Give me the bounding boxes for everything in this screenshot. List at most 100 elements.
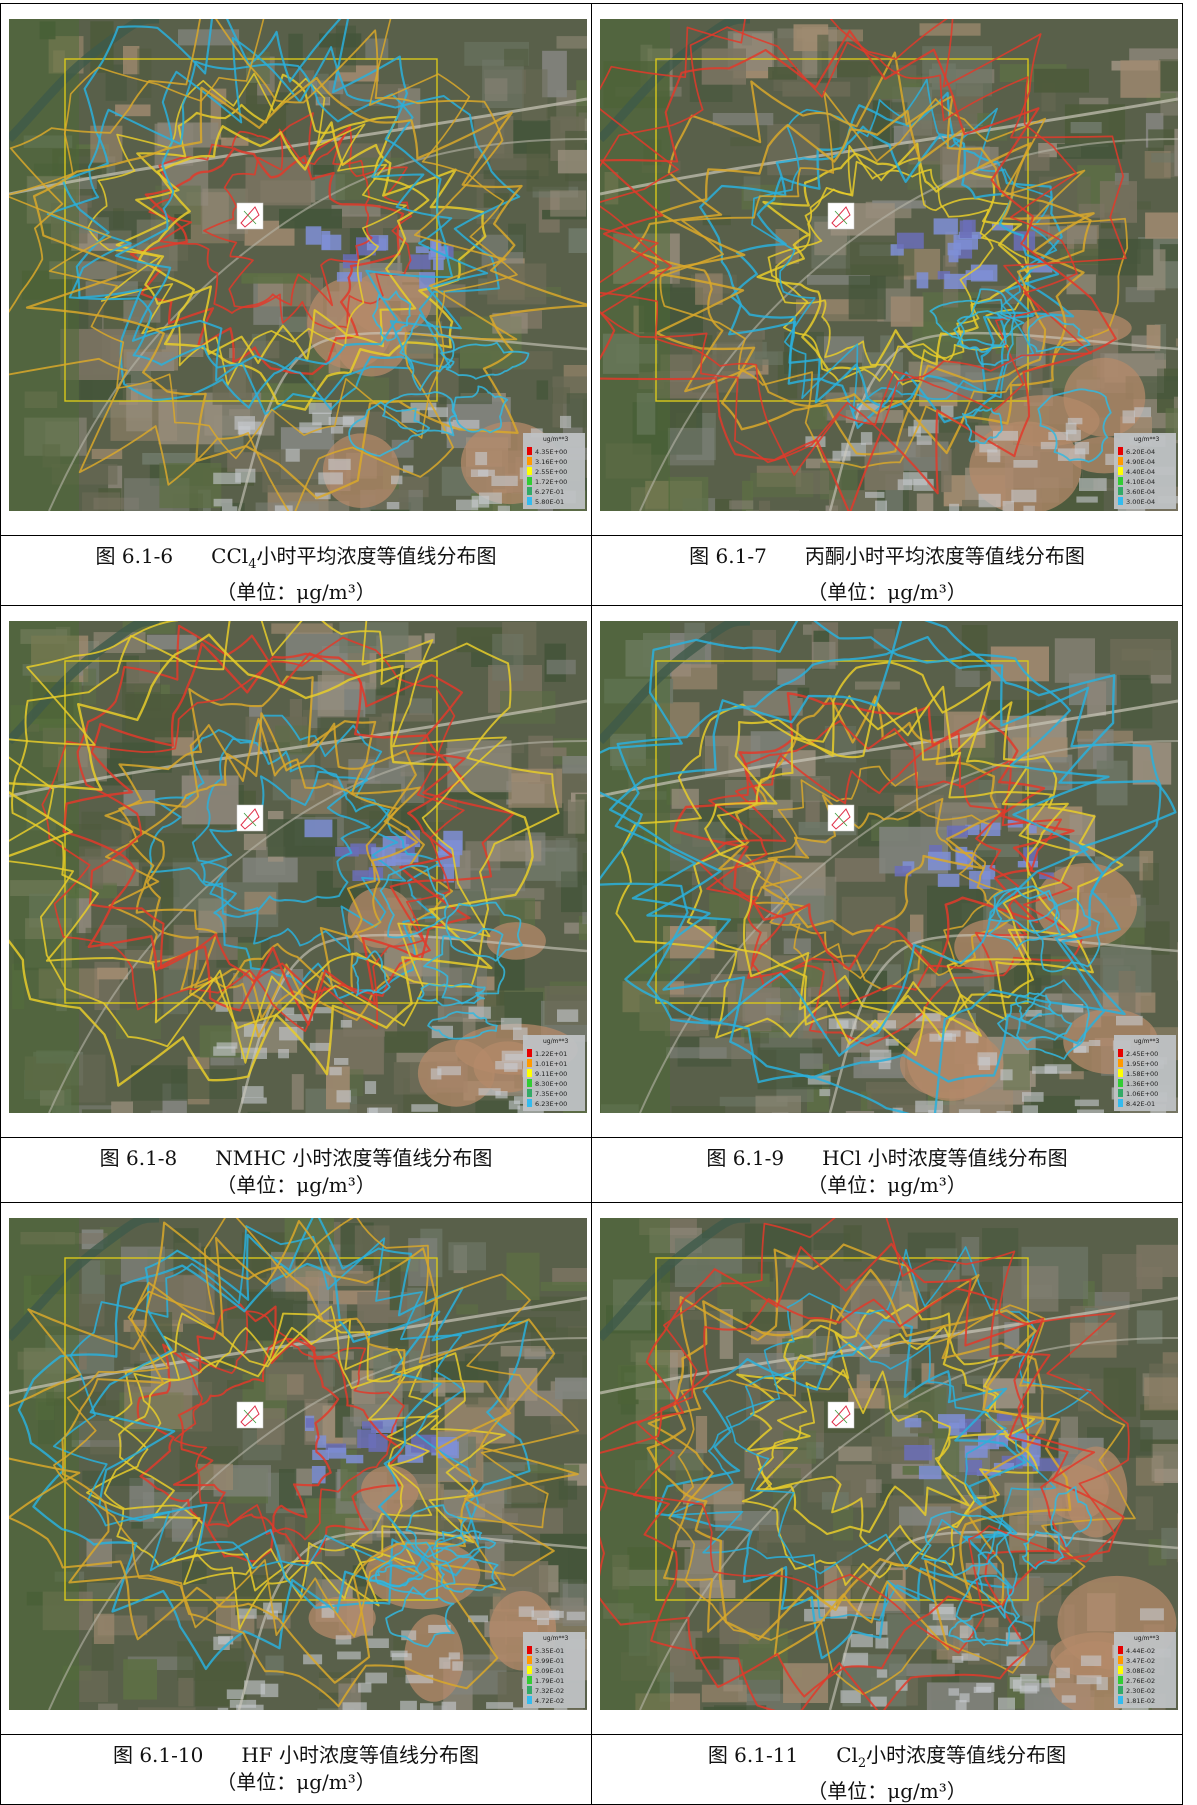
legend-title: ug/m**3 — [543, 1038, 568, 1045]
legend-swatch — [1118, 497, 1123, 505]
concentration-legend: ug/m**34.44E-023.47E-023.08E-022.76E-022… — [1114, 1632, 1176, 1708]
legend-swatch — [527, 1656, 532, 1664]
legend-value: 4.90E-04 — [1126, 458, 1155, 466]
legend-value: 8.42E-01 — [1126, 1100, 1155, 1108]
caption-f8: 图 6.1-8 NMHC 小时浓度等值线分布图 （单位：μg/m³） — [1, 1138, 592, 1203]
emission-source-marker — [237, 805, 263, 831]
legend-swatch — [527, 1646, 532, 1654]
legend-value: 2.30E-02 — [1126, 1687, 1155, 1695]
satellite-map: ug/m**35.35E-013.99E-013.09E-011.79E-017… — [9, 1218, 587, 1710]
figure-unit: （单位：μg/m³） — [1, 1172, 591, 1198]
figure-number: 图 6.1-11 — [708, 1743, 798, 1767]
legend-swatch — [527, 457, 532, 465]
legend-swatch — [527, 1686, 532, 1694]
legend-swatch — [1118, 1666, 1123, 1674]
legend-swatch — [1118, 477, 1123, 485]
legend-swatch — [1118, 1696, 1123, 1704]
legend-swatch — [527, 467, 532, 475]
figure-title: HF 小时浓度等值线分布图 — [241, 1743, 479, 1767]
legend-value: 1.72E+00 — [535, 478, 567, 486]
legend-value: 3.16E+00 — [535, 458, 567, 466]
legend-swatch — [1118, 457, 1123, 465]
legend-value: 1.81E-02 — [1126, 1697, 1155, 1705]
legend-title: ug/m**3 — [543, 1635, 568, 1642]
legend-swatch — [527, 1676, 532, 1684]
legend-swatch — [527, 1099, 532, 1107]
legend-swatch — [527, 1049, 532, 1057]
legend-value: 4.72E-02 — [535, 1697, 564, 1705]
legend-title: ug/m**3 — [1134, 1635, 1159, 1642]
legend-title: ug/m**3 — [1134, 1038, 1159, 1045]
contour-map-f9: ug/m**3 2.45E+00 1.95E+00 1.58E+00 1.36E+00 1… — [600, 621, 1178, 1113]
figure-grid: ug/m**3 4.35E+00 3.16E+00 2.55E+00 1.72E+00 6… — [0, 3, 1183, 1805]
legend-value: 7.35E+00 — [535, 1090, 567, 1098]
legend-value: 3.60E-04 — [1126, 488, 1155, 496]
legend-value: 4.35E+00 — [535, 448, 567, 456]
figure-number: 图 6.1-6 — [96, 544, 174, 568]
figure-unit: （单位：μg/m³） — [592, 1172, 1182, 1198]
legend-swatch — [1118, 1656, 1123, 1664]
figure-title: NMHC 小时浓度等值线分布图 — [215, 1146, 492, 1170]
legend-swatch — [1118, 1059, 1123, 1067]
figure-unit: （单位：μg/m³） — [592, 579, 1182, 605]
satellite-map: ug/m**31.22E+011.01E+019.11E+008.30E+007… — [9, 621, 587, 1113]
legend-swatch — [1118, 1099, 1123, 1107]
legend-value: 1.36E+00 — [1126, 1080, 1158, 1088]
satellite-map: ug/m**34.44E-023.47E-023.08E-022.76E-022… — [600, 1218, 1178, 1710]
legend-value: 7.32E-02 — [535, 1687, 564, 1695]
satellite-map: ug/m**3 2.45E+00 1.95E+00 1.58E+00 1.36E+00 1… — [600, 621, 1178, 1113]
legend-swatch — [527, 1079, 532, 1087]
figure-number: 图 6.1-7 — [689, 544, 767, 568]
legend-value: 2.76E-02 — [1126, 1677, 1155, 1685]
figure-unit: （单位：μg/m³） — [1, 579, 591, 605]
emission-source-marker — [237, 1402, 263, 1428]
figure-unit: （单位：μg/m³） — [1, 1769, 591, 1795]
legend-swatch — [527, 1666, 532, 1674]
legend-swatch — [527, 1696, 532, 1704]
legend-value: 1.06E+00 — [1126, 1090, 1158, 1098]
legend-swatch — [1118, 1646, 1123, 1654]
legend-swatch — [1118, 1089, 1123, 1097]
caption-f7: 图 6.1-7 丙酮小时平均浓度等值线分布图 （单位：μg/m³） — [592, 536, 1183, 606]
legend-value: 3.08E-02 — [1126, 1667, 1155, 1675]
legend-swatch — [527, 1059, 532, 1067]
figure-number: 图 6.1-8 — [100, 1146, 178, 1170]
legend-value: 2.45E+00 — [1126, 1050, 1158, 1058]
legend-value: 1.95E+00 — [1126, 1060, 1158, 1068]
figure-sheet: ug/m**3 4.35E+00 3.16E+00 2.55E+00 1.72E+00 6… — [0, 0, 1197, 1733]
legend-swatch — [527, 497, 532, 505]
legend-value: 9.11E+00 — [535, 1070, 567, 1078]
emission-source-marker — [828, 805, 854, 831]
legend-swatch — [527, 1089, 532, 1097]
emission-source-marker — [237, 203, 263, 229]
legend-swatch — [1118, 1676, 1123, 1684]
legend-value: 2.55E+00 — [535, 468, 567, 476]
legend-swatch — [1118, 1049, 1123, 1057]
figure-number: 图 6.1-9 — [706, 1146, 784, 1170]
legend-value: 3.00E-04 — [1126, 498, 1155, 506]
concentration-legend: ug/m**3 2.45E+00 1.95E+00 1.58E+00 1.36E+00 1… — [1114, 1035, 1176, 1111]
legend-value: 5.80E-01 — [535, 498, 564, 506]
legend-value: 6.27E-01 — [535, 488, 564, 496]
legend-value: 4.44E-02 — [1126, 1647, 1155, 1655]
legend-value: 3.09E-01 — [535, 1667, 564, 1675]
concentration-legend: ug/m**36.20E-044.90E-044.40E-044.10E-043… — [1114, 433, 1176, 509]
legend-value: 8.30E+00 — [535, 1080, 567, 1088]
figure-title: 丙酮小时平均浓度等值线分布图 — [805, 544, 1085, 568]
legend-value: 1.58E+00 — [1126, 1070, 1158, 1078]
legend-swatch — [1118, 1069, 1123, 1077]
legend-value: 4.40E-04 — [1126, 468, 1155, 476]
